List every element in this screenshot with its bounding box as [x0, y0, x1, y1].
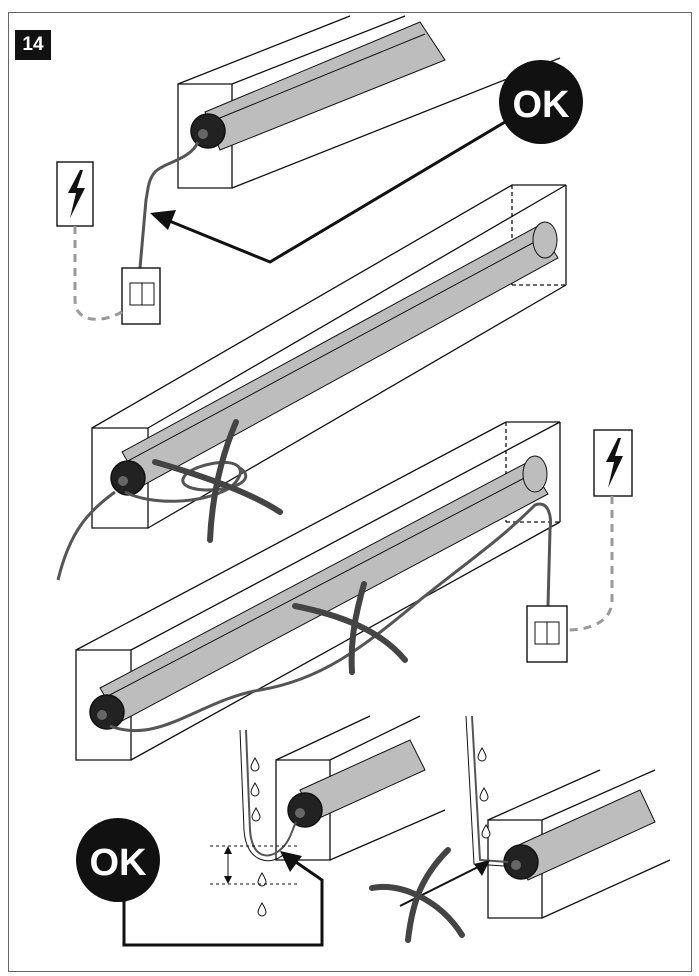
switch-icon	[526, 605, 568, 663]
lightning-icon	[593, 429, 633, 497]
ok-badge-top	[499, 60, 583, 144]
water-drop-icon	[479, 787, 489, 802]
arrow-icon	[122, 851, 324, 947]
cross-icon	[152, 419, 283, 543]
water-drop-icon	[251, 807, 261, 822]
switch-icon	[121, 267, 161, 325]
water-drop-icon	[477, 747, 487, 762]
page-frame	[8, 12, 692, 972]
scene-wrong-long	[75, 421, 633, 761]
arrow-icon	[150, 120, 506, 264]
water-drop-icon	[257, 902, 267, 917]
ok-badge-bottom	[76, 818, 160, 902]
cross-icon	[369, 847, 465, 943]
ok-label-top: OK	[513, 84, 571, 126]
scene-drip-loop-correct: OK	[76, 715, 446, 947]
lightning-icon	[56, 161, 94, 227]
scene-correct-top: OK	[56, 15, 583, 325]
water-drop-icon	[250, 782, 260, 797]
cross-icon	[292, 581, 408, 675]
water-drop-icon	[250, 757, 260, 772]
figure-number: 14	[15, 30, 51, 60]
scene-no-drip-loop-wrong	[369, 715, 671, 943]
ok-label-bottom: OK	[90, 842, 148, 884]
scene-wrong-middle	[56, 184, 567, 581]
water-drop-icon	[481, 824, 491, 839]
